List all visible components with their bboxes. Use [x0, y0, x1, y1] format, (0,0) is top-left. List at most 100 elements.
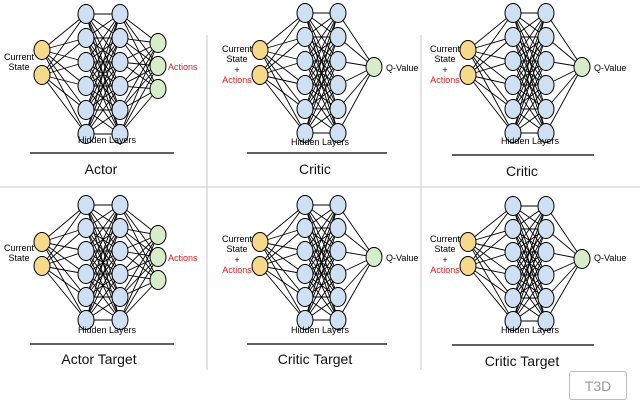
hidden-node: [111, 28, 129, 48]
connection-line: [467, 49, 514, 110]
actor-input-label: Current State: [4, 243, 34, 264]
connection-line: [512, 205, 547, 299]
hidden-node: [77, 218, 95, 238]
connection-line: [85, 204, 121, 252]
output-node: [573, 57, 591, 77]
connection-line: [304, 204, 339, 298]
connection-line: [259, 204, 306, 267]
connection-line: [259, 241, 306, 275]
hidden-node: [77, 76, 95, 96]
hidden-node: [77, 241, 95, 261]
current-text: Current: [222, 44, 253, 54]
hidden-node: [537, 265, 555, 285]
connection-line: [304, 36, 339, 134]
connection-line: [512, 60, 547, 134]
hidden-node: [504, 288, 522, 308]
panel-title-critic-target: Critic Target: [277, 351, 353, 367]
connection-line: [85, 61, 121, 135]
connection-line: [512, 12, 547, 86]
hidden-node: [537, 219, 555, 239]
panel-title-critic: Critic: [506, 163, 538, 179]
hidden-node: [296, 195, 314, 215]
hidden-layers-label: Hidden Layers: [291, 325, 350, 335]
connection-line: [467, 205, 514, 243]
hidden-node: [296, 99, 314, 119]
hidden-node: [504, 3, 522, 23]
t3d-badge: T3D: [569, 371, 627, 400]
hidden-node: [329, 241, 347, 261]
panel-title-actor-target: Actor Target: [61, 351, 137, 367]
output-node: [149, 33, 167, 53]
actor-input-label: Current State: [4, 52, 34, 73]
connection-line: [119, 65, 159, 135]
hidden-node: [111, 264, 129, 284]
state-text: State: [434, 244, 456, 255]
connection-line: [304, 250, 339, 321]
connection-line: [259, 12, 306, 51]
input-node: [33, 40, 51, 60]
input-node: [251, 256, 269, 276]
connection-line: [85, 13, 121, 111]
connection-line: [41, 265, 87, 298]
hidden-node: [329, 287, 347, 307]
connection-line: [304, 84, 339, 134]
connection-line: [304, 12, 339, 86]
hidden-node: [296, 218, 314, 238]
output-node: [573, 249, 591, 269]
input-node: [459, 256, 477, 276]
connection-line: [41, 265, 87, 321]
hidden-layers-label: Hidden Layers: [291, 137, 350, 147]
connection-line: [304, 12, 339, 62]
hidden-node: [329, 310, 347, 330]
plus-text: +: [442, 254, 448, 265]
connection-line: [512, 84, 547, 134]
critic-input-label: Current State + Actions: [222, 44, 252, 85]
connection-line: [259, 241, 306, 298]
input-node: [459, 232, 477, 252]
connection-line: [259, 49, 306, 110]
hidden-node: [504, 242, 522, 262]
connection-line: [467, 49, 514, 86]
connection-line: [337, 12, 375, 68]
connection-line: [467, 74, 514, 110]
connection-line: [512, 12, 547, 110]
connection-line: [467, 265, 514, 299]
connection-line: [259, 265, 306, 321]
connection-line: [41, 227, 87, 267]
current-text: Current: [222, 234, 253, 244]
connection-line: [119, 256, 159, 321]
plus-text: +: [234, 64, 240, 75]
critic-input-label: Current State + Actions: [222, 234, 252, 275]
connection-line: [512, 251, 547, 322]
output-node: [149, 225, 167, 245]
connection-line: [41, 13, 87, 76]
plus-text: +: [234, 254, 240, 265]
hidden-layers-label: Hidden Layers: [501, 136, 560, 146]
output-node: [149, 247, 167, 267]
connection-line: [119, 234, 159, 321]
state-text: State: [8, 253, 30, 264]
connection-line: [119, 42, 159, 111]
input-node: [459, 65, 477, 85]
hidden-node: [296, 51, 314, 71]
hidden-node: [537, 27, 555, 47]
output-node: [149, 56, 167, 76]
panel-title-critic-target: Critic Target: [484, 353, 560, 369]
output-node: [149, 270, 167, 290]
hidden-node: [111, 310, 129, 330]
hidden-node: [329, 51, 347, 71]
connection-line: [85, 13, 121, 63]
connection-line: [41, 204, 87, 267]
hidden-node: [504, 196, 522, 216]
output-node: [149, 79, 167, 99]
connection-line: [337, 256, 375, 321]
connection-line: [467, 241, 514, 299]
hidden-node: [111, 241, 129, 261]
state-text: State: [226, 244, 248, 255]
connection-line: [259, 204, 306, 243]
connection-line: [512, 228, 547, 322]
connection-line: [512, 12, 547, 62]
hidden-node: [504, 219, 522, 239]
current-text: Current: [4, 52, 35, 62]
